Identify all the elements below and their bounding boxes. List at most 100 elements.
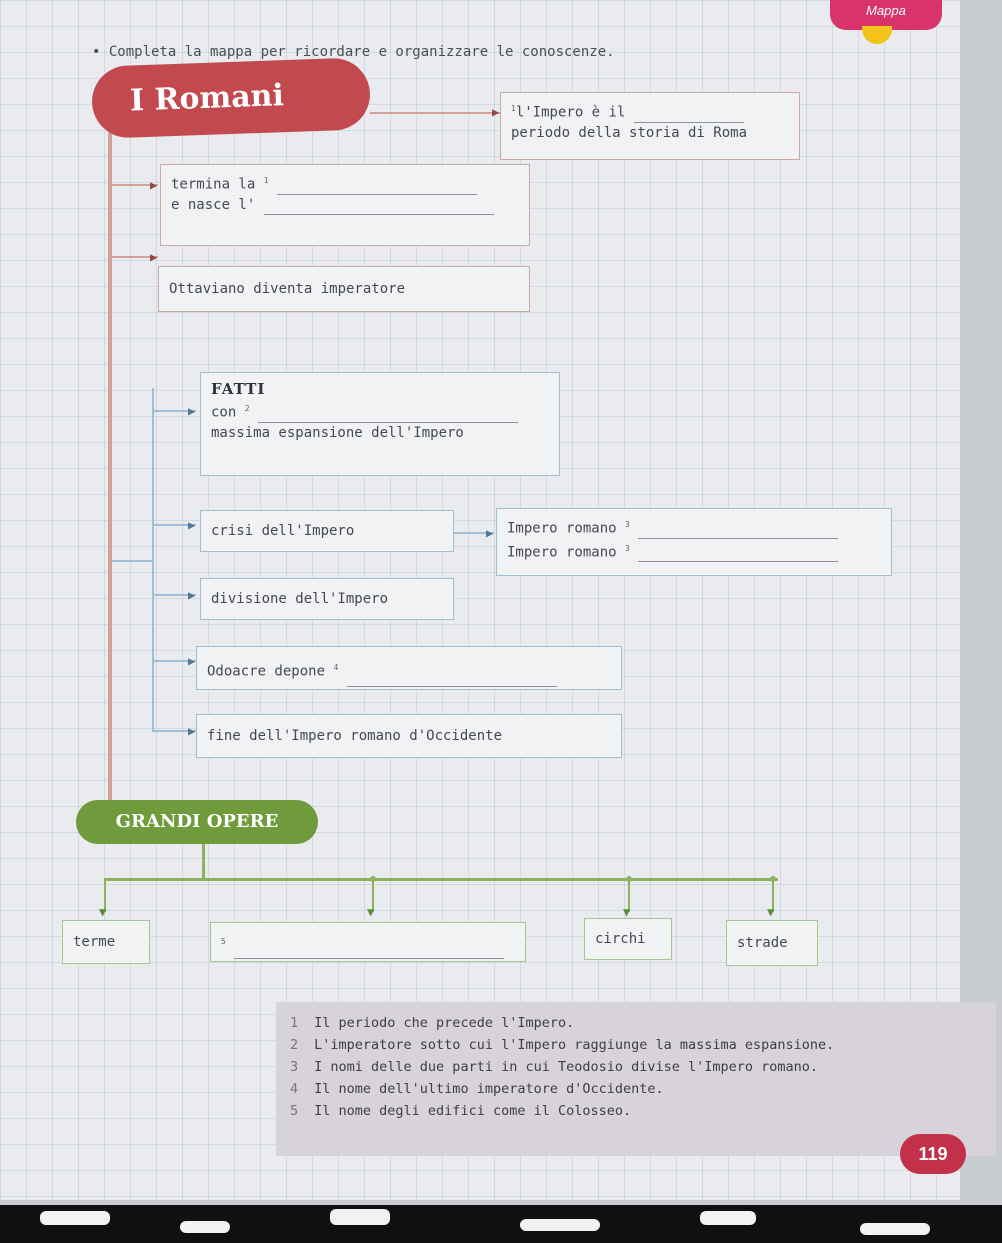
clue-number: 2 <box>290 1037 299 1053</box>
impero-parti-line-1: Impero romano 3 <box>507 515 881 539</box>
divisione-box: divisione dell'Impero <box>200 578 454 620</box>
surface-pattern <box>860 1223 930 1235</box>
table-surface <box>0 1205 1002 1243</box>
impero-romano-text: Impero romano <box>507 544 617 561</box>
surface-pattern <box>700 1211 756 1225</box>
red-vertical-trunk <box>108 118 112 808</box>
impero-definition-box: 1l'Impero è il periodo della storia di R… <box>500 92 800 160</box>
clue-text: I nomi delle due parti in cui Teodosio d… <box>314 1059 819 1075</box>
green-vertical-connector <box>202 844 205 880</box>
termina-line-1: termina la 1 <box>171 171 519 195</box>
connector-to-crisi <box>154 524 196 526</box>
fatti-con-line: con 2 <box>211 399 549 423</box>
opera-circhi: circhi <box>584 918 672 960</box>
arrow-right-icon: ▶ <box>188 654 196 668</box>
drop-to-circhi <box>628 880 630 912</box>
ottaviano-box: Ottaviano diventa imperatore <box>158 266 530 312</box>
blank-field[interactable] <box>346 672 557 687</box>
connector-to-ottaviano <box>112 256 158 258</box>
opera-strade: strade <box>726 920 818 966</box>
arrow-down-icon: ▼ <box>767 905 775 919</box>
arrow-right-icon: ▶ <box>188 588 196 602</box>
note-number: 1 <box>511 104 516 113</box>
clue-text: Il nome dell'ultimo imperatore d'Occiden… <box>314 1081 664 1097</box>
surface-pattern <box>520 1219 600 1231</box>
arrow-right-icon: ▶ <box>150 178 158 192</box>
note-number: 5 <box>221 937 226 946</box>
grandi-opere-heading: GRANDI OPERE <box>76 800 318 844</box>
page-number: 119 <box>900 1134 966 1174</box>
espansione-text: massima espansione dell'Impero <box>211 424 464 441</box>
branch-to-impero-parti <box>112 560 154 562</box>
drop-to-strade <box>772 880 774 912</box>
note-number: 3 <box>625 520 630 529</box>
blank-field[interactable] <box>263 200 494 215</box>
opera-blank: 5 <box>210 922 526 962</box>
opera-terme: terme <box>62 920 150 964</box>
blank-field[interactable] <box>277 180 477 195</box>
textbook-page: • Completa la mappa per ricordare e orga… <box>0 0 996 1200</box>
fatti-box: FATTI con 2 massima espansione dell'Impe… <box>200 372 560 476</box>
impero-parti-box: Impero romano 3 Impero romano 3 <box>496 508 892 576</box>
note-number: 1 <box>263 176 269 185</box>
arrow-right-icon: ▶ <box>486 526 494 540</box>
arrow-right-icon: ▶ <box>188 518 196 532</box>
termina-line-2: e nasce l' <box>171 195 519 215</box>
arrow-right-icon: ▶ <box>188 724 196 738</box>
arrow-down-icon: ▼ <box>99 905 107 919</box>
clue-text: Il periodo che precede l'Impero. <box>314 1015 575 1031</box>
connector-to-fine <box>154 730 196 732</box>
connector-to-divisione <box>154 594 196 596</box>
surface-pattern <box>40 1211 110 1225</box>
clue-number: 3 <box>290 1059 299 1075</box>
clue-item: 5 Il nome degli edifici come il Colosseo… <box>290 1100 982 1122</box>
junction-dot <box>370 876 376 882</box>
connector-crisi-to-parti <box>454 532 494 534</box>
fatti-title: FATTI <box>211 380 266 398</box>
arrow-right-icon: ▶ <box>492 105 500 119</box>
clue-number: 4 <box>290 1081 299 1097</box>
surface-pattern <box>330 1209 390 1225</box>
clue-item: 4 Il nome dell'ultimo imperatore d'Occid… <box>290 1078 982 1100</box>
junction-dot <box>626 876 632 882</box>
note-number: 2 <box>244 404 250 413</box>
clue-number: 5 <box>290 1103 299 1119</box>
odoacre-box: Odoacre depone 4 <box>196 646 622 690</box>
connector-to-odoacre <box>154 660 196 662</box>
note-number: 4 <box>333 663 339 672</box>
impero-romano-text: Impero romano <box>507 520 617 537</box>
clue-list: 1 Il periodo che precede l'Impero. 2 L'i… <box>276 1002 996 1156</box>
connector-title-to-impero <box>370 112 500 114</box>
connector-to-fatti <box>154 410 196 412</box>
note-number: 3 <box>625 543 630 553</box>
impero-line-2: periodo della storia di Roma <box>511 124 748 141</box>
map-title: I Romani <box>90 57 372 139</box>
arrow-down-icon: ▼ <box>367 905 375 919</box>
termina-text: termina la <box>171 176 256 193</box>
arrow-right-icon: ▶ <box>150 250 158 264</box>
clue-text: L'imperatore sotto cui l'Impero raggiung… <box>314 1037 835 1053</box>
impero-line-1-text: l'Impero è il <box>515 104 626 121</box>
blank-field[interactable] <box>638 547 839 563</box>
blank-field[interactable] <box>638 524 839 539</box>
blank-field[interactable] <box>258 408 518 423</box>
blank-field[interactable] <box>633 108 744 123</box>
impero-line-1: 1l'Impero è il <box>511 99 789 123</box>
badge-decoration <box>862 26 892 44</box>
odoacre-text: Odoacre depone <box>207 663 326 680</box>
drop-to-terme <box>104 880 106 912</box>
crisi-box: crisi dell'Impero <box>200 510 454 552</box>
con-text: con <box>211 404 237 421</box>
clue-item: 3 I nomi delle due parti in cui Teodosio… <box>290 1056 982 1078</box>
green-horizontal-bar <box>104 878 778 881</box>
junction-dot <box>770 876 776 882</box>
clue-number: 1 <box>290 1015 299 1031</box>
termina-box: termina la 1 e nasce l' <box>160 164 530 246</box>
instruction-text: • Completa la mappa per ricordare e orga… <box>92 44 615 60</box>
blank-field[interactable] <box>234 944 505 959</box>
drop-to-blank <box>372 880 374 912</box>
fine-impero-box: fine dell'Impero romano d'Occidente <box>196 714 622 758</box>
surface-pattern <box>180 1221 230 1233</box>
nasce-text: e nasce l' <box>171 196 256 213</box>
arrow-down-icon: ▼ <box>623 905 631 919</box>
